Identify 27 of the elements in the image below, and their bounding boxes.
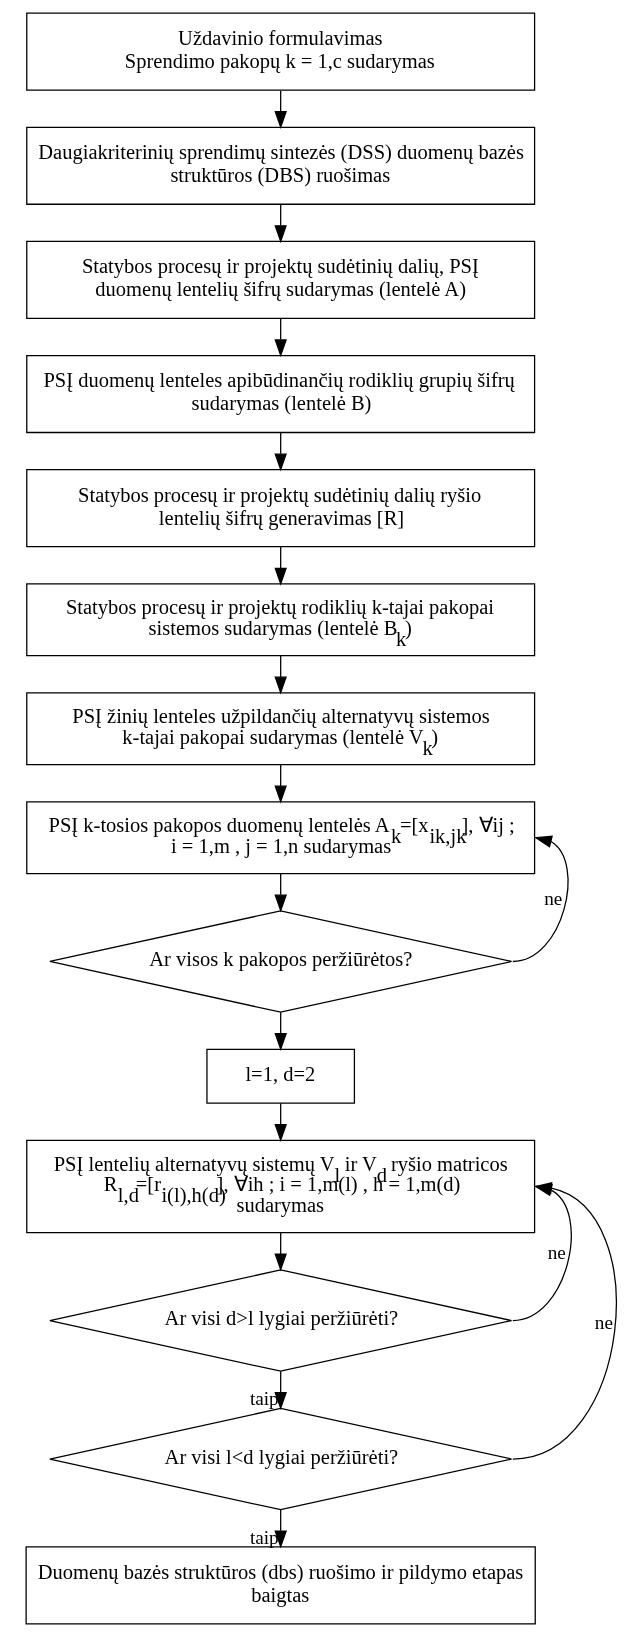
edge-label: ne [594,1312,613,1334]
node-box: Statybos procesų ir projektų sudėtinių dalių, PSĮ duomenų lentelių šifrų sudarymas (lentelė A) [26,240,536,319]
edge-label: taip [249,1526,279,1548]
arrow [274,1011,287,1051]
arrow [274,546,287,586]
arrow [274,204,287,244]
edge-label: taip [249,1387,279,1409]
arrow [512,835,569,963]
arrow [274,318,287,358]
arrow [274,873,287,913]
node-box: PSĮ duomenų lenteles apibūdinančių rodiklių grupių šifrų sudarymas (lentelė B) [26,354,536,434]
node-box: Uždavinio formulavimas Sprendimo pakopų k = 1,c sudarymas [26,12,536,91]
arrow [274,1370,287,1411]
node-box: l=1, d=2 [206,1048,356,1104]
node-box: Daugiakriterinių sprendimų sintezės (DSS) duomenų bazės struktūros (DBS) ruošimas [26,126,536,205]
arrow [274,1509,287,1549]
arrow [274,764,287,804]
arrow [274,432,287,472]
arrow [274,90,287,130]
node-diamond: Ar visos k pakopos peržiūrėtos? [49,910,513,1013]
arrow [274,1232,287,1272]
node-diamond: Ar visi d>l lygiai peržiūrėti? [49,1269,513,1372]
edge-label: ne [544,887,563,909]
arrow [274,655,287,695]
node-box: Statybos procesų ir projektų sudėtinių dalių ryšio lentelių šifrų generavimas [R] [26,469,536,548]
arrow [274,1102,287,1142]
edge-label: ne [547,1242,566,1264]
